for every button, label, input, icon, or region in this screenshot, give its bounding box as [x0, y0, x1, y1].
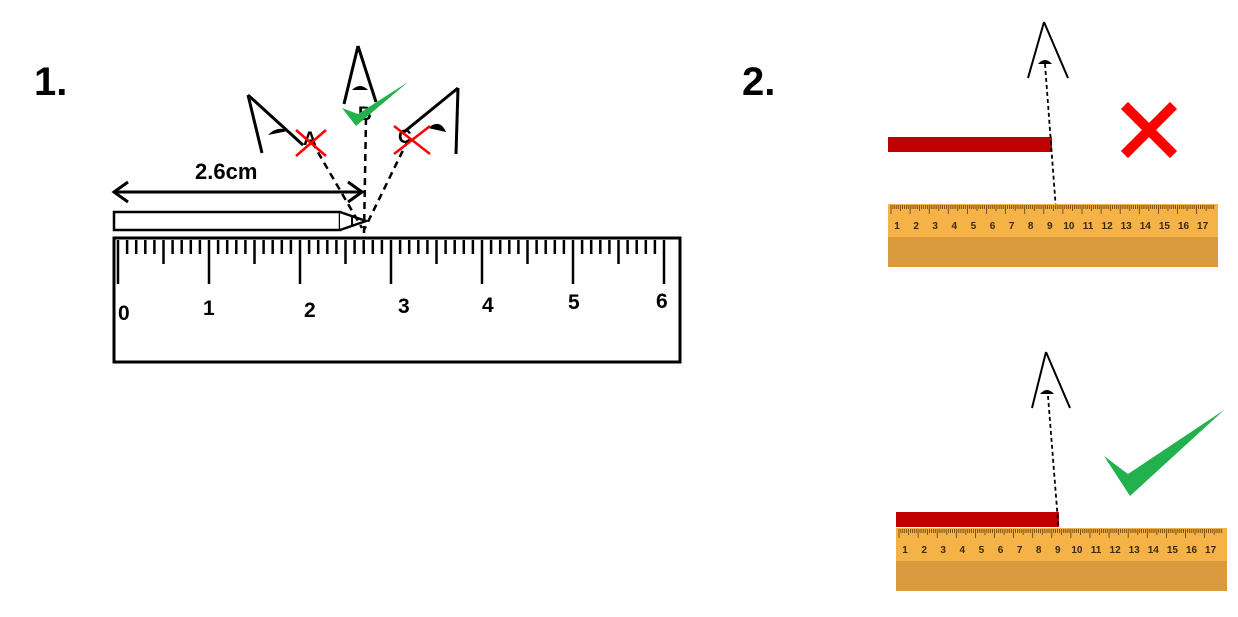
- ruler-number: 2: [921, 545, 927, 556]
- ruler-number: 3: [940, 545, 946, 556]
- ruler-number: 13: [1129, 545, 1141, 556]
- cross-mark-icon: [393, 125, 431, 155]
- ruler-cm-number: 1: [203, 297, 215, 320]
- ruler-number: 10: [1071, 545, 1083, 556]
- ruler-number: 8: [1036, 545, 1042, 556]
- ruler-number: 1: [894, 221, 900, 232]
- eye-icon: [1031, 351, 1071, 409]
- ruler-number: 7: [1009, 221, 1015, 232]
- ruler-cm: [112, 236, 682, 364]
- eye-icon: [1027, 21, 1069, 79]
- ruler-number: 8: [1028, 221, 1034, 232]
- ruler-number: 12: [1102, 221, 1114, 232]
- pencil: [112, 210, 370, 232]
- ruler-number: 16: [1186, 545, 1198, 556]
- ruler-number: 2: [913, 221, 919, 232]
- eye-icon: [342, 45, 378, 105]
- panel1-label: 1.: [34, 60, 67, 104]
- ruler-number: 4: [952, 221, 958, 232]
- ruler-cm-ticks: [116, 240, 666, 284]
- ruler-cm-number: 5: [568, 291, 580, 314]
- check-mark-icon: [342, 82, 408, 126]
- ruler-number: 11: [1083, 221, 1094, 232]
- panel2-label: 2.: [742, 60, 775, 104]
- ruler-number: 6: [998, 545, 1004, 556]
- ruler-number: 5: [971, 221, 977, 232]
- ruler-number: 14: [1140, 221, 1152, 232]
- ruler-number: 3: [932, 221, 938, 232]
- measured-bar: [888, 137, 1052, 152]
- ruler-number: 9: [1055, 545, 1061, 556]
- eye-icon: [246, 93, 305, 154]
- ruler-number: 11: [1091, 545, 1102, 556]
- cross-mark-icon: [1120, 101, 1178, 159]
- ruler-number: 6: [990, 221, 996, 232]
- ruler-number: 15: [1159, 221, 1171, 232]
- ruler-number: 15: [1167, 545, 1179, 556]
- ruler-number: 1: [902, 545, 908, 556]
- measured-bar: [896, 512, 1059, 527]
- wrong-example: [888, 21, 1218, 267]
- sight-lines: [310, 117, 410, 235]
- ruler-number: 17: [1197, 221, 1209, 232]
- ruler-cm-number: 4: [482, 294, 494, 317]
- ruler-cm-number: 2: [304, 299, 316, 322]
- measurement-label: 2.6cm: [195, 159, 257, 184]
- ruler-number: 10: [1063, 221, 1075, 232]
- ruler-number: 14: [1148, 545, 1160, 556]
- ruler-number: 17: [1205, 545, 1217, 556]
- correct-example: [896, 351, 1227, 591]
- ruler-number: 4: [960, 545, 966, 556]
- measurement-arrow: [111, 180, 365, 204]
- ruler-number: 5: [979, 545, 985, 556]
- ruler-cm-number: 0: [118, 302, 130, 325]
- ruler-number: 9: [1047, 221, 1053, 232]
- ruler-cm-number: 3: [398, 295, 410, 318]
- ruler-correct: [896, 528, 1227, 591]
- ruler-wrong: [888, 204, 1218, 267]
- ruler-number: 12: [1110, 545, 1122, 556]
- cross-mark-icon: [295, 129, 327, 157]
- ruler-cm-number: 6: [656, 290, 668, 313]
- ruler-number: 13: [1121, 221, 1133, 232]
- eye-icon: [403, 86, 460, 155]
- ruler-number: 16: [1178, 221, 1190, 232]
- ruler-number: 7: [1017, 545, 1023, 556]
- check-mark-icon: [1104, 410, 1224, 496]
